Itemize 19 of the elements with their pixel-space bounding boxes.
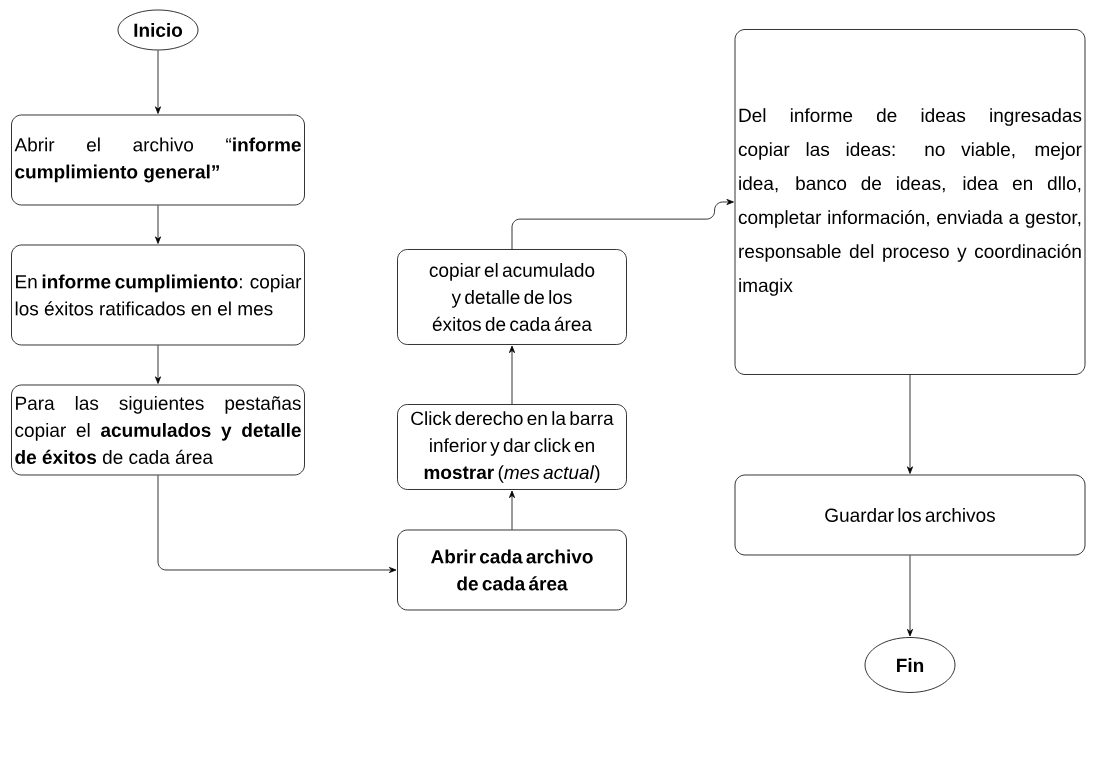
arrow	[509, 490, 515, 530]
arrow	[509, 345, 515, 405]
process-box: copiar el acumulado y detalle de los éxitos de cada área	[397, 249, 627, 345]
arrow	[511, 199, 734, 250]
process-box: En informe cumplimiento: copiar los éxitos ratificados en el mes	[11, 244, 305, 346]
arrow	[157, 475, 397, 573]
process-box: Click derecho en la barra inferior y dar click en mostrar (mes actual)	[397, 404, 627, 490]
arrow	[907, 374, 913, 474]
arrow	[155, 205, 161, 244]
terminal-oval: Fin	[864, 637, 956, 693]
process-box: Abrir cada archivo de cada área	[397, 529, 627, 611]
process-box: Abrir el archivo “informe cumplimiento general”	[11, 114, 305, 206]
arrow	[907, 555, 913, 637]
arrow	[155, 345, 161, 384]
process-box: Del informe de ideas ingresadas copiar las ideas: no viable, mejor idea, banco de ideas, idea en dllo, completar información, enviada a gestor, responsable del proceso y coordinación imagix	[734, 29, 1086, 375]
terminal-oval: Inicio	[117, 9, 199, 51]
arrow	[155, 50, 161, 114]
process-box: Para las siguientes pestañas copiar el acumulados y detalle de éxitos de cada área	[11, 384, 305, 476]
process-box: Guardar los archivos	[734, 474, 1086, 556]
